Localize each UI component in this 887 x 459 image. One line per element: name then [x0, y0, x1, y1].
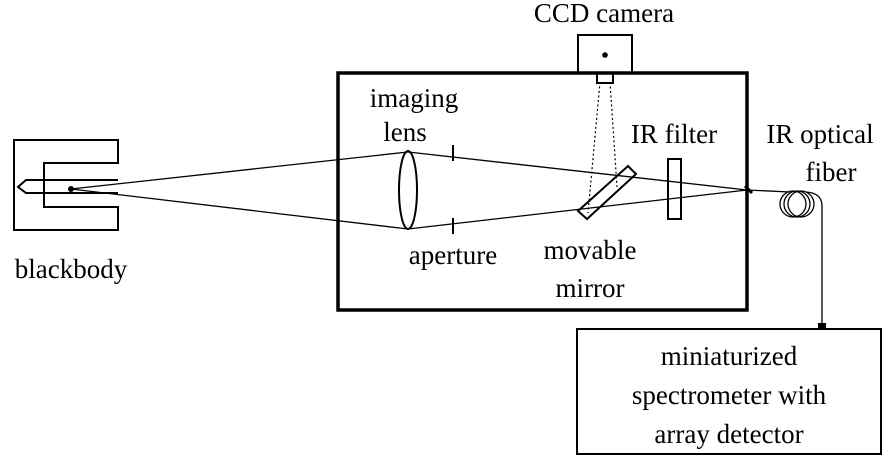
label-aperture: aperture: [409, 240, 497, 270]
camera-ray-right: [609, 81, 618, 188]
label-ir-filter: IR filter: [631, 119, 717, 149]
label-imaging: imaging: [370, 83, 459, 113]
optical-rays: [70, 151, 748, 230]
label-lens: lens: [383, 117, 427, 147]
movable-mirror: [576, 164, 638, 221]
label-fiber: fiber: [806, 157, 857, 187]
label-spectrometer-line1: miniaturized: [661, 341, 798, 371]
instrument-enclosure: [336, 71, 749, 312]
imaging-lens: [398, 150, 418, 230]
optical-fiber: [746, 189, 823, 325]
label-ir-optical: IR optical: [766, 119, 873, 149]
ccd-camera: [577, 34, 633, 84]
label-ccd-camera: CCD camera: [534, 0, 674, 28]
ir-filter: [667, 158, 682, 220]
camera-ray-left: [587, 81, 601, 214]
label-blackbody: blackbody: [15, 254, 128, 284]
label-spectrometer-line3: array detector: [654, 419, 803, 449]
fiber-connector: [818, 323, 826, 329]
label-movable: movable: [544, 235, 637, 265]
label-mirror: mirror: [556, 273, 625, 303]
spectrometer-box: [576, 328, 882, 455]
label-spectrometer-line2: spectrometer with: [632, 380, 827, 410]
